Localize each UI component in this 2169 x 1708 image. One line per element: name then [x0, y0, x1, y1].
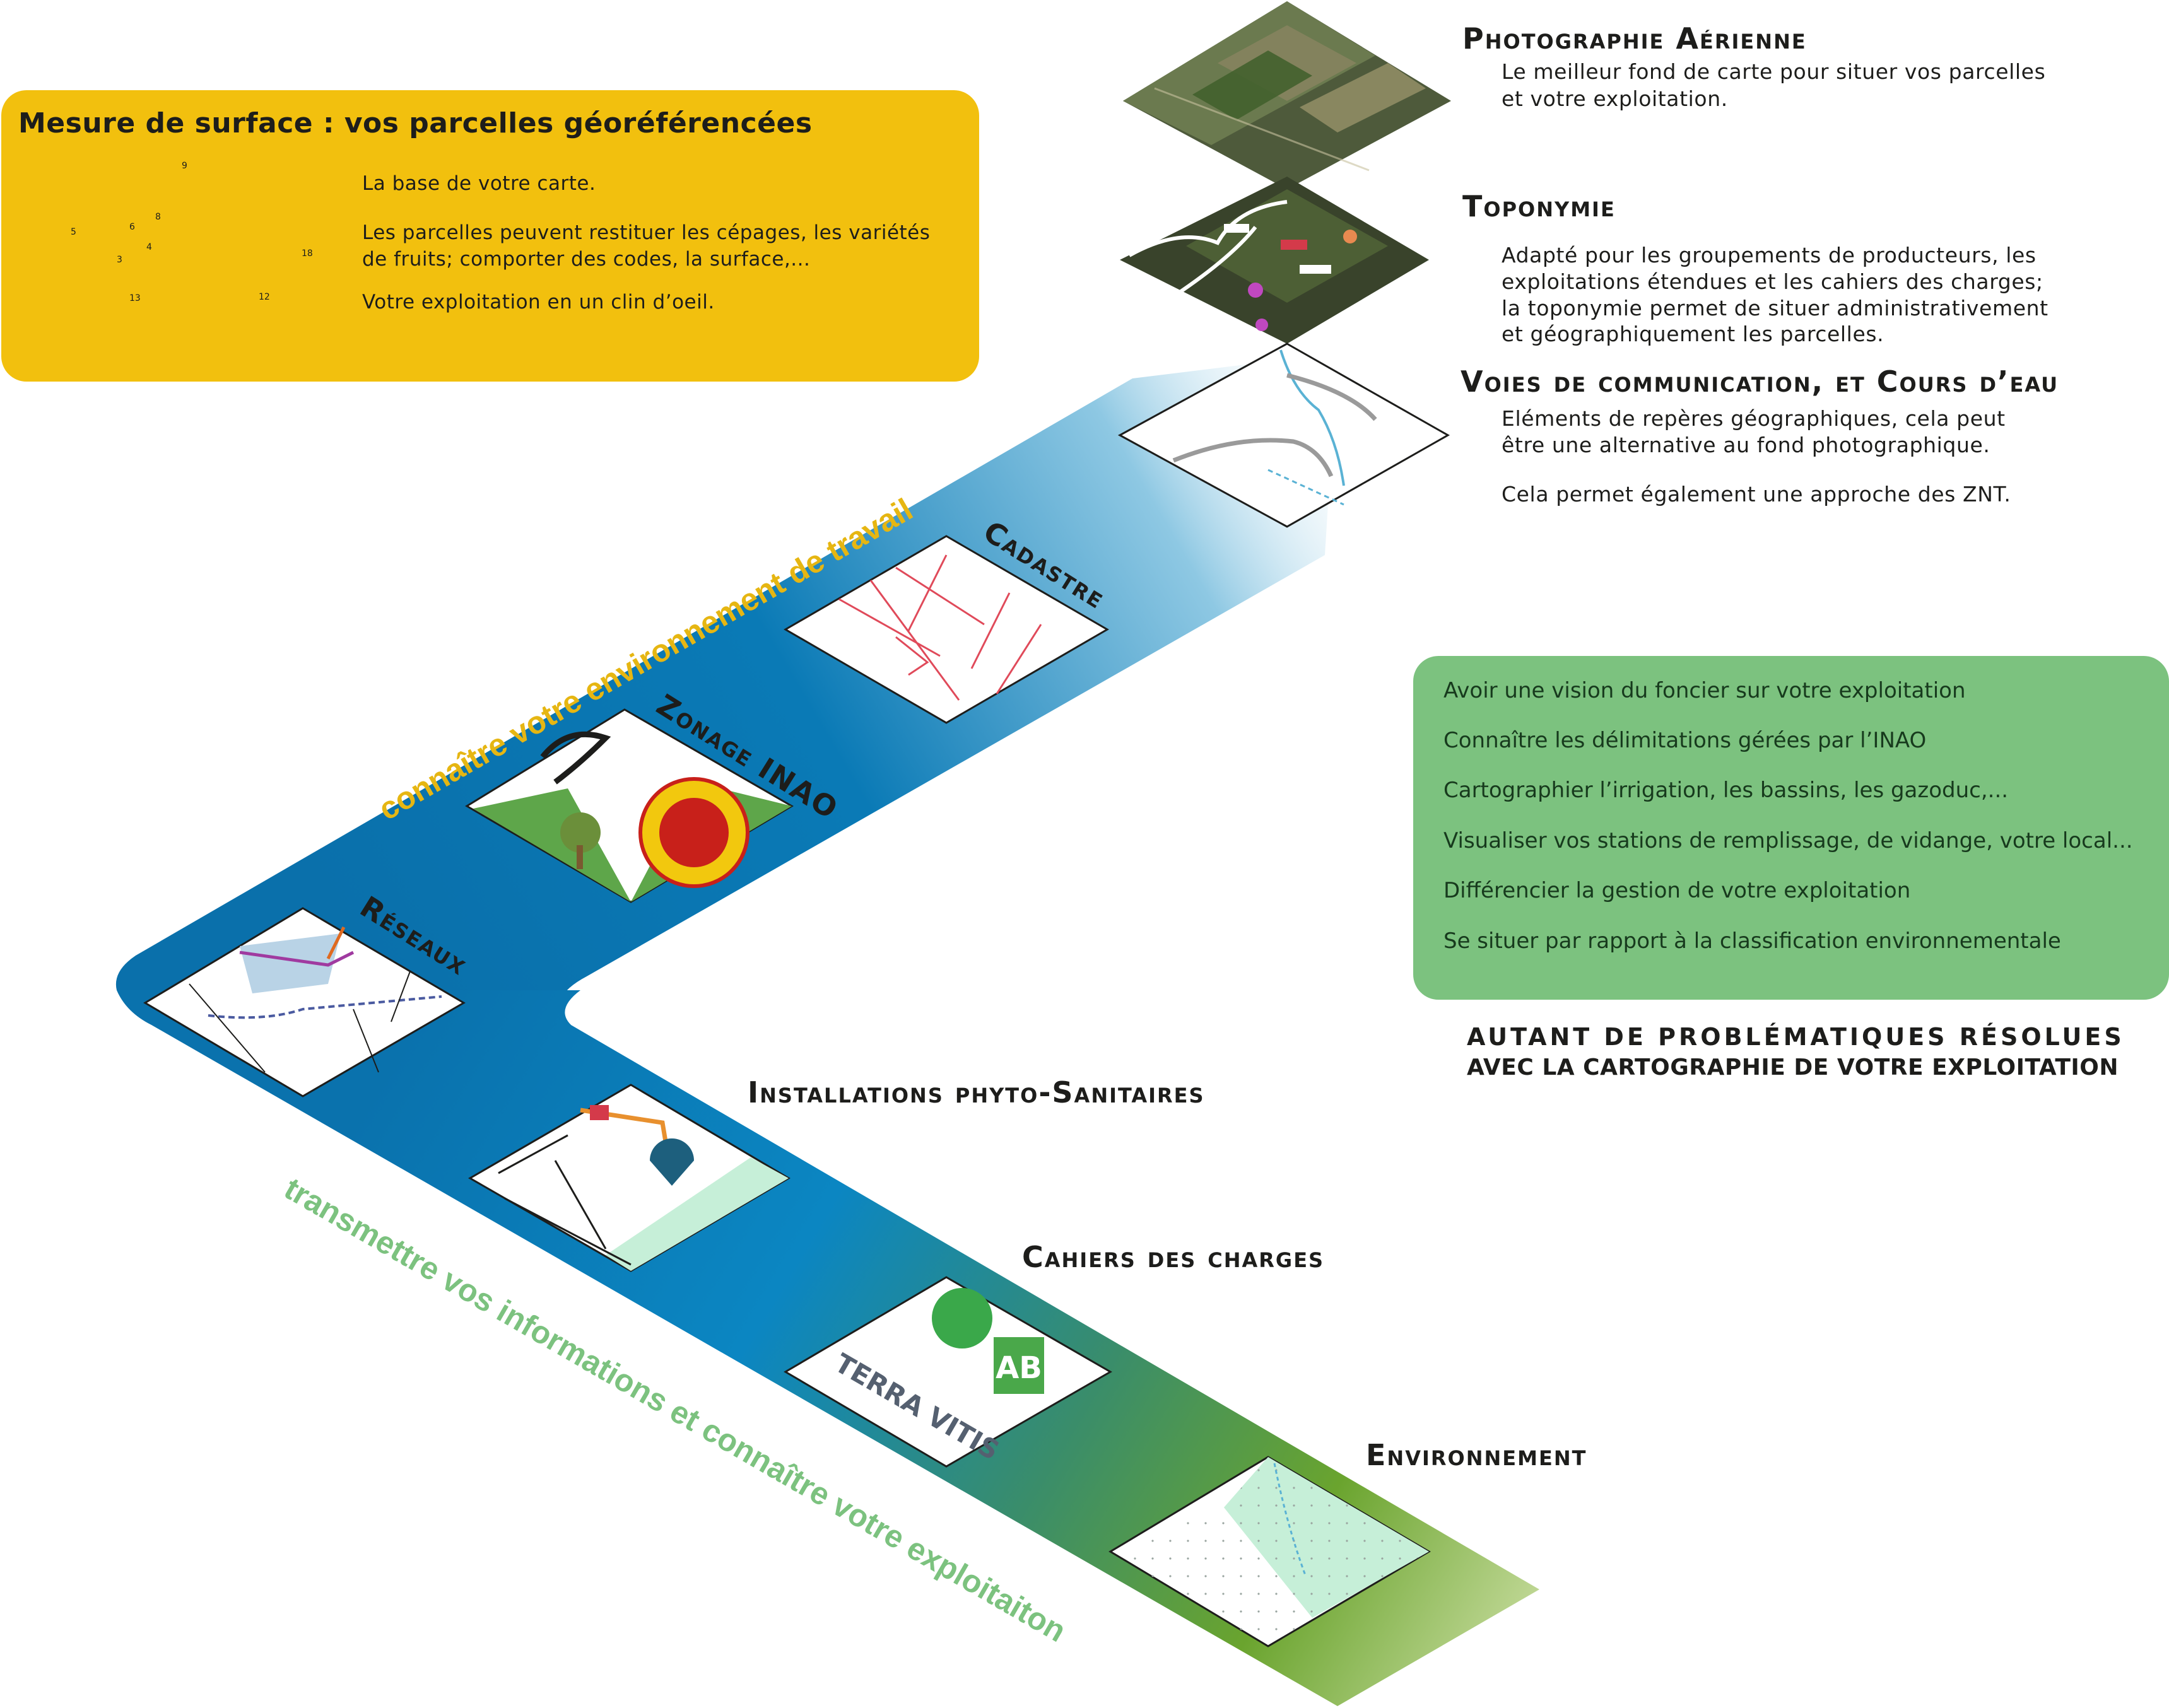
toponymie-desc-2: exploitations étendues et les cahiers de… — [1502, 269, 2043, 294]
ab-logo-text: AB — [996, 1350, 1042, 1386]
voies-title: Voies de communication, et Cours d’eau — [1461, 365, 2059, 399]
toponymie-title: Toponymie — [1462, 189, 1616, 223]
benefit-item: Visualiser vos stations de remplissage, … — [1443, 828, 2133, 853]
environnement-title: Environnement — [1366, 1438, 1587, 1472]
phyto-title: Installations phyto-Sanitaires — [748, 1075, 1205, 1109]
conclusion-line-2: AVEC LA CARTOGRAPHIE DE VOTRE EXPLOITATI… — [1467, 1055, 2119, 1080]
reseaux-tile — [143, 907, 466, 1097]
plot-number: 3 — [117, 255, 122, 265]
benefit-item: Avoir une vision du foncier sur votre ex… — [1443, 678, 1966, 703]
aerial-desc-2: et votre exploitation. — [1502, 86, 1728, 111]
voies-desc-1: Eléments de repères géographiques, cela … — [1502, 406, 2006, 431]
plot-number: 18 — [302, 249, 313, 259]
benefit-item: Se situer par rapport à la classificatio… — [1443, 928, 2061, 954]
toponymie-tile — [1120, 177, 1429, 344]
surface-measure-panel: Mesure de surface : vos parcelles géoréf… — [1, 90, 979, 382]
benefit-item: Cartographier l’irrigation, les bassins,… — [1443, 778, 2009, 803]
benefit-item: Connaître les délimitations gérées par l… — [1443, 728, 1927, 753]
surface-panel-line3: Votre exploitation en un clin d’oeil. — [362, 291, 715, 313]
benefits-panel: Avoir une vision du foncier sur votre ex… — [1413, 656, 2169, 1000]
conclusion-line-1: AUTANT DE PROBLÉMATIQUES RÉSOLUES — [1467, 1023, 2125, 1051]
surface-panel-line2b: de fruits; comporter des codes, la surfa… — [362, 248, 811, 271]
inao-tile — [465, 708, 794, 903]
plot-number: 4 — [146, 242, 152, 252]
benefit-item: Différencier la gestion de votre exploit… — [1443, 878, 1911, 903]
voies-desc-2: être une alternative au fond photographi… — [1502, 433, 1990, 457]
cadastre-tile — [784, 535, 1109, 724]
surface-panel-line1: La base de votre carte. — [362, 172, 596, 195]
plot-number: 9 — [182, 161, 187, 171]
plot-number: 8 — [155, 212, 161, 222]
toponymie-desc-1: Adapté pour les groupements de producteu… — [1502, 243, 2037, 267]
toponymie-desc-3: la toponymie permet de situer administra… — [1502, 296, 2048, 320]
aerial-desc-1: Le meilleur fond de carte pour situer vo… — [1502, 59, 2046, 84]
plot-number: 5 — [71, 227, 76, 237]
toponymie-desc-4: et géographiquement les parcelles. — [1502, 322, 1884, 346]
upper-band — [115, 353, 1338, 1025]
voies-desc-3: Cela permet également une approche des Z… — [1502, 482, 2011, 506]
plot-number: 13 — [129, 293, 141, 303]
aerial-photo-tile — [1123, 1, 1451, 189]
environnement-tile — [1108, 1456, 1431, 1647]
surface-panel-title: Mesure de surface : vos parcelles géoréf… — [18, 107, 813, 139]
cahiers-tile: AB TERRA VITIS — [784, 1276, 1113, 1468]
phyto-tile — [468, 1084, 791, 1272]
plot-number: 12 — [259, 292, 270, 302]
cahiers-title: Cahiers des charges — [1022, 1240, 1325, 1274]
surface-panel-line2a: Les parcelles peuvent restituer les cépa… — [362, 221, 931, 244]
aerial-title: Photographie Aérienne — [1462, 21, 1807, 56]
plot-number: 6 — [129, 222, 135, 232]
voies-tile — [1117, 342, 1450, 528]
